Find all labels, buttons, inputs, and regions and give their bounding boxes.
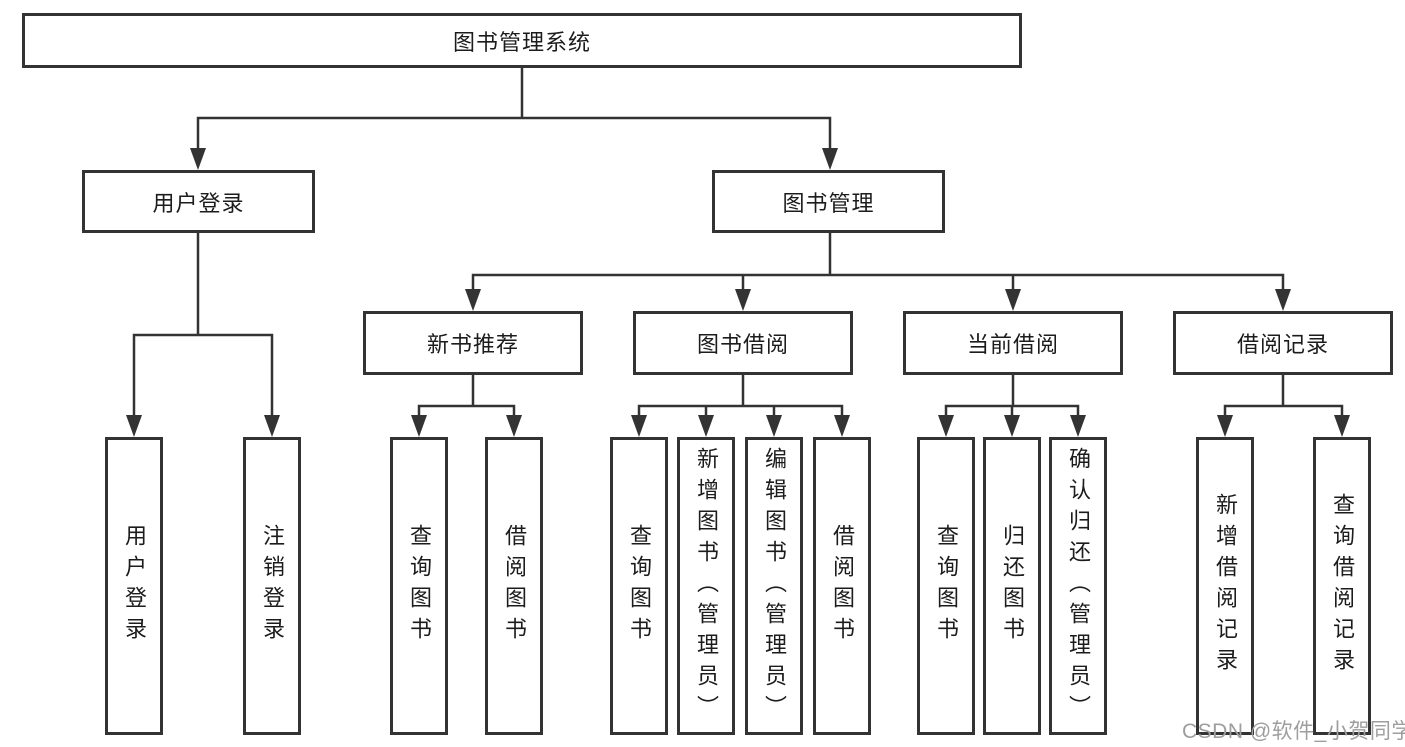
leaf-label: 新增借阅记录 <box>1213 493 1238 679</box>
node-user-login: 用户登录 <box>82 170 315 233</box>
node-book-borrow: 图书借阅 <box>633 311 853 375</box>
leaf-label: 查询图书 <box>407 524 432 648</box>
leaf-add-books-admin: 新增图书（管理员） <box>677 437 735 735</box>
leaf-label: 用户登录 <box>122 524 147 648</box>
leaf-edit-books-admin: 编辑图书（管理员） <box>745 437 803 735</box>
leaf-label: 编辑图书（管理员） <box>762 446 787 726</box>
leaf-confirm-return-admin: 确认归还（管理员） <box>1049 437 1107 735</box>
leaf-label: 注销登录 <box>260 524 285 648</box>
leaf-label: 确认归还（管理员） <box>1066 446 1091 726</box>
leaf-label: 查询借阅记录 <box>1330 493 1355 679</box>
leaf-label: 查询图书 <box>627 524 652 648</box>
node-current-borrow: 当前借阅 <box>903 311 1123 375</box>
leaf-query-books-recommend: 查询图书 <box>390 437 448 735</box>
csdn-watermark: CSDN @软件_小贺同学 <box>1182 720 1405 743</box>
node-root-system: 图书管理系统 <box>22 13 1022 68</box>
node-borrow-records: 借阅记录 <box>1173 311 1393 375</box>
node-book-management: 图书管理 <box>712 170 945 233</box>
leaf-query-books-current: 查询图书 <box>917 437 975 735</box>
leaf-label: 查询图书 <box>934 524 959 648</box>
leaf-logout: 注销登录 <box>243 437 301 735</box>
leaf-label: 新增图书（管理员） <box>694 446 719 726</box>
leaf-return-books: 归还图书 <box>983 437 1041 735</box>
leaf-query-borrow-record: 查询借阅记录 <box>1313 437 1371 735</box>
leaf-query-books-borrow: 查询图书 <box>610 437 668 735</box>
leaf-label: 归还图书 <box>1000 524 1025 648</box>
leaf-user-login: 用户登录 <box>105 437 163 735</box>
leaf-borrow-books-recommend: 借阅图书 <box>485 437 543 735</box>
leaf-add-borrow-record: 新增借阅记录 <box>1196 437 1254 735</box>
node-new-book-recommend: 新书推荐 <box>363 311 583 375</box>
leaf-borrow-books: 借阅图书 <box>813 437 871 735</box>
leaf-label: 借阅图书 <box>830 524 855 648</box>
leaf-label: 借阅图书 <box>502 524 527 648</box>
